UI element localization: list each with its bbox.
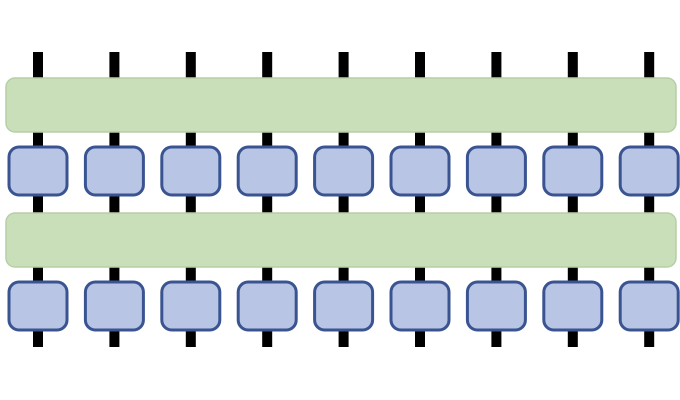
node-box-r2-c3 — [160, 280, 222, 332]
node-box-r2-c1 — [7, 280, 69, 332]
wire-6 — [415, 52, 425, 347]
node-box-r1-c8 — [542, 145, 604, 197]
bar-layer — [5, 77, 677, 268]
layer-bar-1 — [5, 77, 677, 133]
node-box-r2-c6 — [389, 280, 451, 332]
node-box-r2-c4 — [236, 280, 298, 332]
node-box-r1-c1 — [7, 145, 69, 197]
wire-3 — [185, 52, 196, 347]
wire-8 — [567, 52, 578, 347]
node-box-r2-c2 — [83, 280, 145, 332]
box-layer — [7, 145, 680, 332]
wire-5 — [338, 52, 349, 347]
node-box-r1-c9 — [618, 145, 680, 197]
wire-layer — [33, 52, 655, 347]
layer-bar-2 — [5, 212, 677, 268]
node-box-r1-c7 — [465, 145, 527, 197]
node-box-r2-c7 — [465, 280, 527, 332]
wire-1 — [33, 52, 43, 347]
node-box-r1-c2 — [83, 145, 145, 197]
node-box-r2-c5 — [313, 280, 375, 332]
node-box-r1-c4 — [236, 145, 298, 197]
wire-9 — [644, 52, 655, 347]
wire-7 — [491, 52, 502, 347]
node-box-r1-c3 — [160, 145, 222, 197]
wire-2 — [109, 52, 120, 347]
node-box-r1-c6 — [389, 145, 451, 197]
node-box-r1-c5 — [313, 145, 375, 197]
node-box-r2-c9 — [618, 280, 680, 332]
node-box-r2-c8 — [542, 280, 604, 332]
wire-4 — [262, 52, 273, 347]
